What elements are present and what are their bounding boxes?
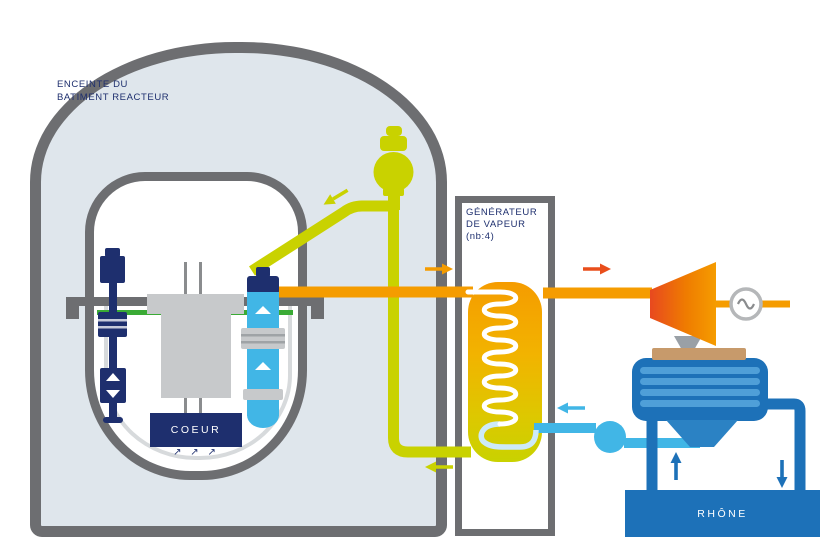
- guide-rod: [184, 262, 187, 294]
- ac-generator-icon: [729, 287, 763, 321]
- river-discharge-arrow: [776, 460, 788, 488]
- reactor-core: COEUR: [150, 413, 242, 447]
- river-label: RHÔNE: [697, 507, 748, 520]
- flange-support-right: [311, 306, 324, 319]
- river-discharge-pipe: [760, 398, 806, 492]
- sg-label-line3: (nb:4): [466, 231, 495, 242]
- condenser-neck: [666, 420, 738, 447]
- containment-label: ENCEINTE DU BATIMENT REACTEUR: [57, 78, 169, 104]
- flange-support-left: [66, 306, 79, 319]
- hot-leg-flow-arrow: [425, 263, 453, 275]
- pressurizer-surge-line: [249, 200, 394, 276]
- containment-label-line1: ENCEINTE DU: [57, 79, 128, 90]
- pressurizer-flow-arrow: [323, 188, 349, 205]
- core-flow-arrows: ↗ ↗ ↗: [173, 446, 219, 458]
- condensate-pump: [594, 421, 626, 453]
- steam-generator-vessel: [468, 282, 542, 462]
- steam-generator-label: GÉNÉRATEUR DE VAPEUR (nb:4): [466, 207, 537, 243]
- pressurizer: [373, 126, 414, 210]
- condenser-tube-sheet: [652, 348, 746, 360]
- guide-rod: [184, 398, 187, 414]
- river-box: RHÔNE: [625, 490, 820, 537]
- river-intake-arrow: [670, 452, 682, 480]
- condenser: [632, 336, 768, 447]
- turbine: [650, 262, 716, 346]
- turbine-exhaust-funnel: [674, 336, 702, 350]
- steam-flow-arrow: [583, 263, 611, 275]
- reactor-coolant-pump: [241, 267, 285, 428]
- containment-label-line2: BATIMENT REACTEUR: [57, 92, 170, 103]
- control-rod-mechanism: [98, 248, 127, 423]
- feedwater-flow-arrow: [557, 402, 585, 414]
- pressurizer-down-pipe: [388, 200, 471, 458]
- sg-label-line2: DE VAPEUR: [466, 219, 526, 230]
- guide-rod: [199, 398, 202, 414]
- guide-rod: [199, 262, 202, 294]
- heat-exchanger-coil: [465, 289, 519, 427]
- sg-label-line1: GÉNÉRATEUR: [466, 207, 538, 218]
- core-label: COEUR: [170, 424, 222, 436]
- cold-return-flow-arrow: [425, 461, 453, 473]
- core-barrel-flange: [147, 294, 244, 314]
- coil-outlet-bend: [478, 421, 539, 450]
